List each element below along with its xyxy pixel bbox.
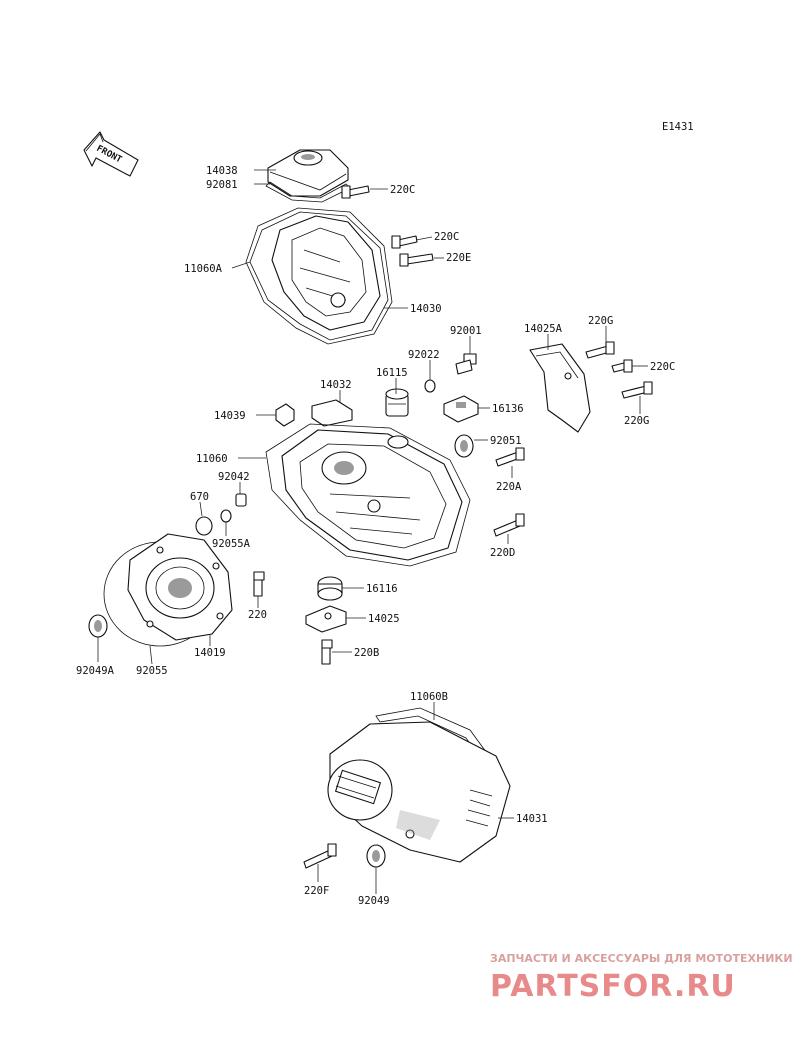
bolt-220 (253, 571, 265, 597)
label-220G: 220G (588, 315, 613, 327)
label-220G: 220G (624, 415, 649, 427)
part-92055A-oring (220, 509, 232, 523)
part-92042-dowel (235, 493, 247, 507)
bolt-220A (495, 447, 525, 467)
part-14032-bracket (311, 399, 353, 427)
label-220E: 220E (446, 252, 471, 264)
label-670: 670 (190, 491, 209, 503)
label-220F: 220F (304, 885, 329, 897)
label-92055A: 92055A (212, 538, 251, 550)
part-11060A-gasket (245, 207, 393, 345)
label-92001: 92001 (450, 325, 482, 337)
part-labels: 14038 92081 220C 220C 220E 11060A 14030 … (76, 165, 675, 907)
label-16115: 16115 (376, 367, 408, 379)
part-92049-seal (366, 844, 386, 868)
label-16136: 16136 (492, 403, 524, 415)
label-220C: 220C (434, 231, 459, 243)
label-92051: 92051 (490, 435, 522, 447)
label-92081: 92081 (206, 179, 238, 191)
label-14032: 14032 (320, 379, 352, 391)
front-arrow-icon: FRONT (83, 131, 139, 177)
part-14019-housing (127, 533, 233, 641)
part-14025A-bracket (529, 343, 591, 433)
bolt-220C-c (611, 359, 633, 373)
part-14025-bracket (305, 605, 347, 633)
diagram-code: E1431 (662, 121, 694, 133)
bolt-220B (321, 639, 333, 665)
label-220D: 220D (490, 547, 515, 559)
label-11060A: 11060A (184, 263, 223, 275)
label-14025A: 14025A (524, 323, 563, 335)
label-92022: 92022 (408, 349, 440, 361)
part-16115-cap (385, 388, 409, 417)
leader-lines (97, 169, 648, 894)
part-14039-plug (275, 403, 295, 427)
bolt-220D (493, 513, 525, 537)
label-220: 220 (248, 609, 267, 621)
label-14019: 14019 (194, 647, 226, 659)
watermark-tagline: ЗАПЧАСТИ И АКСЕССУАРЫ ДЛЯ МОТОТЕХНИКИ (490, 952, 793, 965)
part-92001-bolt (455, 353, 477, 375)
label-92049: 92049 (358, 895, 390, 907)
watermark: ЗАПЧАСТИ И АКСЕССУАРЫ ДЛЯ МОТОТЕХНИКИ PA… (490, 952, 793, 1004)
bolt-220E (399, 253, 434, 267)
label-92049A: 92049A (76, 665, 115, 677)
label-11060: 11060 (196, 453, 228, 465)
label-220A: 220A (496, 481, 522, 493)
label-14038: 14038 (206, 165, 238, 177)
label-16116: 16116 (366, 583, 398, 595)
part-11060-gasket (265, 423, 471, 567)
label-220B: 220B (354, 647, 379, 659)
part-670-oring (195, 516, 213, 536)
label-14025: 14025 (368, 613, 400, 625)
bolt-220C-a (341, 185, 370, 199)
part-main-cover (281, 429, 463, 561)
label-14030: 14030 (410, 303, 442, 315)
label-220C: 220C (390, 184, 415, 196)
bolt-220G-a (585, 341, 615, 359)
part-92022-washer (424, 379, 436, 393)
part-92051-seal (454, 434, 474, 458)
label-92042: 92042 (218, 471, 250, 483)
label-92055: 92055 (136, 665, 168, 677)
label-14031: 14031 (516, 813, 548, 825)
bolt-220F (303, 843, 337, 869)
part-92049A-seal (88, 614, 108, 638)
label-11060B: 11060B (410, 691, 448, 703)
label-220C: 220C (650, 361, 675, 373)
part-16116 (317, 576, 343, 601)
part-16136 (443, 395, 479, 423)
label-14039: 14039 (214, 410, 246, 422)
bolt-220G-b (621, 381, 653, 399)
watermark-logo: PARTSFOR.RU (490, 969, 736, 1004)
part-92081-gasket (265, 181, 351, 203)
bolt-220C-b (391, 235, 418, 249)
part-14031-outer-cover (327, 721, 511, 863)
part-14030-cover (271, 215, 381, 331)
part-14038-cap (267, 149, 349, 197)
